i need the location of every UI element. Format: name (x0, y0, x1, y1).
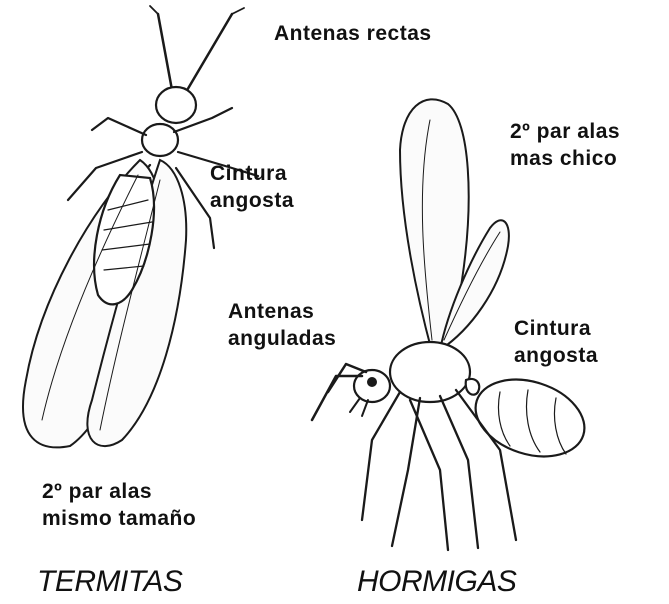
label-line: anguladas (228, 325, 336, 352)
termite-leg (92, 118, 146, 135)
ant-eye (367, 377, 377, 387)
label-line: 2º par alas (42, 478, 196, 505)
label-alas-mas-chico: 2º par alas mas chico (510, 118, 620, 172)
termite-antenna-tip-left (150, 6, 158, 14)
termite-antenna-right (186, 14, 232, 92)
ant-waist (466, 379, 480, 395)
label-line: angosta (210, 187, 294, 214)
label-cintura-angosta-hormiga: Cintura angosta (514, 315, 598, 369)
termite-antenna-left (158, 14, 172, 90)
label-line: Cintura (514, 315, 598, 342)
ant-gaster (466, 366, 595, 469)
label-antenas-rectas: Antenas rectas (274, 20, 432, 47)
termite-thorax (142, 124, 178, 156)
termite-drawing (23, 6, 258, 447)
label-line: Cintura (210, 160, 294, 187)
label-line: Antenas (228, 298, 336, 325)
ant-leg (362, 392, 400, 520)
label-alas-mismo-tamano: 2º par alas mismo tamaño (42, 478, 196, 532)
termite-head (156, 87, 196, 123)
label-line: mismo tamaño (42, 505, 196, 532)
ant-leg (392, 398, 420, 546)
termite-antenna-tip-right (232, 8, 244, 14)
label-cintura-angosta-termita: Cintura angosta (210, 160, 294, 214)
label-antenas-anguladas: Antenas anguladas (228, 298, 336, 352)
label-line: angosta (514, 342, 598, 369)
label-line: 2º par alas (510, 118, 620, 145)
caption-hormigas: HORMIGAS (357, 565, 516, 599)
caption-termitas: TERMITAS (37, 565, 182, 599)
label-line: mas chico (510, 145, 620, 172)
